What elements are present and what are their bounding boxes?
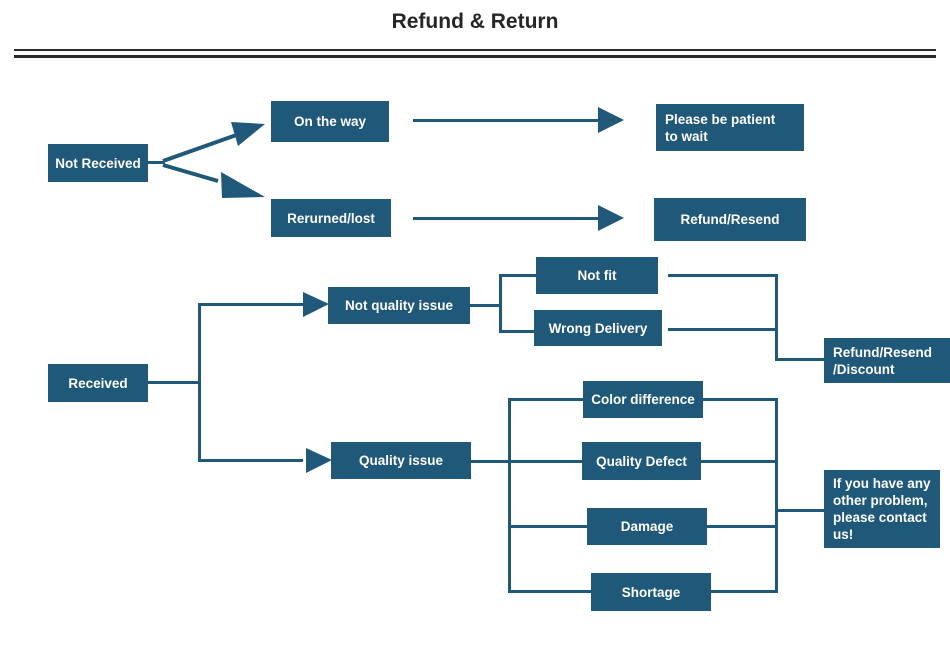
connector-notquality-bracket (499, 274, 502, 333)
node-please-be-patient[interactable]: Please be patient to wait (656, 104, 804, 151)
connector-qualitydefect-to-bus (700, 460, 778, 463)
connector-notquality-to-notfit (499, 274, 537, 277)
connector-shortage-to-bus (710, 590, 778, 593)
connector-notquality-stem (470, 304, 501, 307)
node-quality-defect[interactable]: Quality Defect (582, 442, 701, 480)
arrow-notreceived-to-returnedlost (162, 163, 265, 198)
connector-received-vertical-bus (198, 303, 201, 461)
node-damage[interactable]: Damage (587, 508, 707, 545)
connector-received-stem (148, 381, 200, 384)
node-color-difference[interactable]: Color difference (583, 381, 703, 418)
node-received[interactable]: Received (48, 364, 148, 402)
node-not-fit[interactable]: Not fit (536, 257, 658, 294)
node-shortage[interactable]: Shortage (591, 573, 711, 611)
connector-wrongdelivery-to-bus (668, 328, 778, 331)
arrow-notreceived-to-ontheway (162, 122, 265, 163)
connector-received-to-notquality (198, 303, 303, 306)
connector-returned-to-refund (413, 217, 609, 220)
connector-lower-right-bus (775, 398, 778, 591)
connector-upper-right-bus (775, 274, 778, 360)
page-title: Refund & Return (391, 10, 559, 33)
node-wrong-delivery[interactable]: Wrong Delivery (534, 310, 662, 346)
connector-bus-to-refund-discount (775, 358, 827, 361)
connector-quality-bracket (508, 398, 511, 593)
node-not-quality-issue[interactable]: Not quality issue (328, 287, 470, 324)
connector-colordiff-to-bus (701, 398, 778, 401)
connector-quality-to-shortage (508, 590, 593, 593)
connector-ontheway-to-patient (413, 119, 609, 122)
connector-quality-to-colordiff (508, 398, 585, 401)
title-rule-upper (14, 49, 936, 51)
arrowhead-to-not-quality-issue (303, 292, 329, 317)
connector-notfit-to-bus (668, 274, 778, 277)
node-on-the-way[interactable]: On the way (271, 101, 389, 142)
connector-bus-to-contact-us (775, 509, 827, 512)
connector-quality-stem (471, 460, 511, 463)
node-contact-us[interactable]: If you have any other problem, please co… (824, 470, 940, 548)
connector-damage-to-bus (706, 525, 778, 528)
arrowhead-to-quality-issue (306, 448, 332, 473)
node-refund-resend[interactable]: Refund/Resend (654, 198, 806, 241)
node-returned-lost[interactable]: Rerurned/lost (271, 199, 391, 237)
connector-quality-to-qualitydefect (508, 460, 585, 463)
connector-quality-to-damage (508, 525, 589, 528)
node-not-received[interactable]: Not Received (48, 144, 148, 182)
connector-received-to-quality (198, 459, 303, 462)
connector-not-received-stem (148, 161, 165, 164)
node-refund-resend-discount[interactable]: Refund/Resend /Discount (824, 338, 950, 383)
title-rule-lower (14, 55, 936, 58)
connector-notquality-to-wrongdelivery (499, 330, 537, 333)
node-quality-issue[interactable]: Quality issue (331, 442, 471, 479)
